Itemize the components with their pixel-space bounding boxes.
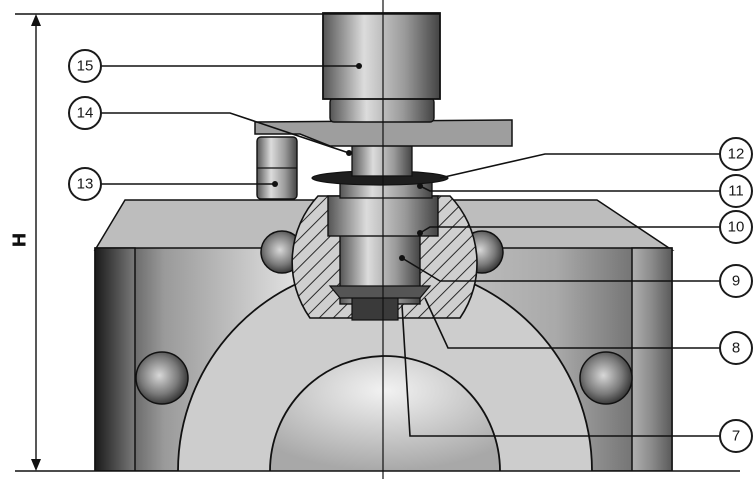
callout-15-label: 15 bbox=[77, 58, 94, 75]
callout-7: 7 bbox=[719, 419, 753, 453]
leader-lines bbox=[101, 63, 720, 437]
callout-15: 15 bbox=[68, 49, 102, 83]
actuator-adapter-assembly bbox=[322, 12, 441, 123]
callout-13: 13 bbox=[68, 167, 102, 201]
callout-14: 14 bbox=[68, 96, 102, 130]
callout-7-label: 7 bbox=[732, 428, 740, 445]
callout-9: 9 bbox=[719, 264, 753, 298]
left-flange bbox=[94, 247, 136, 471]
dimension-h: H bbox=[10, 13, 740, 472]
callout-12: 12 bbox=[719, 137, 753, 171]
callout-9-label: 9 bbox=[732, 273, 740, 290]
stem-nut bbox=[329, 97, 435, 123]
callout-8: 8 bbox=[719, 331, 753, 365]
callout-11-label: 11 bbox=[728, 183, 744, 200]
stem-tang bbox=[351, 295, 399, 321]
callout-10-label: 10 bbox=[728, 219, 745, 236]
callout-12-label: 12 bbox=[728, 146, 745, 163]
dimension-h-label: H bbox=[10, 232, 31, 247]
right-bolt-hole bbox=[579, 351, 633, 405]
ball-bore-arc bbox=[269, 355, 501, 471]
callout-10: 10 bbox=[719, 210, 753, 244]
callout-13-label: 13 bbox=[77, 176, 94, 193]
callout-14-label: 14 bbox=[77, 105, 94, 122]
right-flange bbox=[631, 247, 673, 471]
callout-8-label: 8 bbox=[732, 340, 740, 357]
callout-11: 11 bbox=[719, 174, 753, 208]
left-bolt-hole bbox=[135, 351, 189, 405]
thrust-washer bbox=[328, 285, 432, 299]
actuator-adapter bbox=[322, 12, 441, 100]
